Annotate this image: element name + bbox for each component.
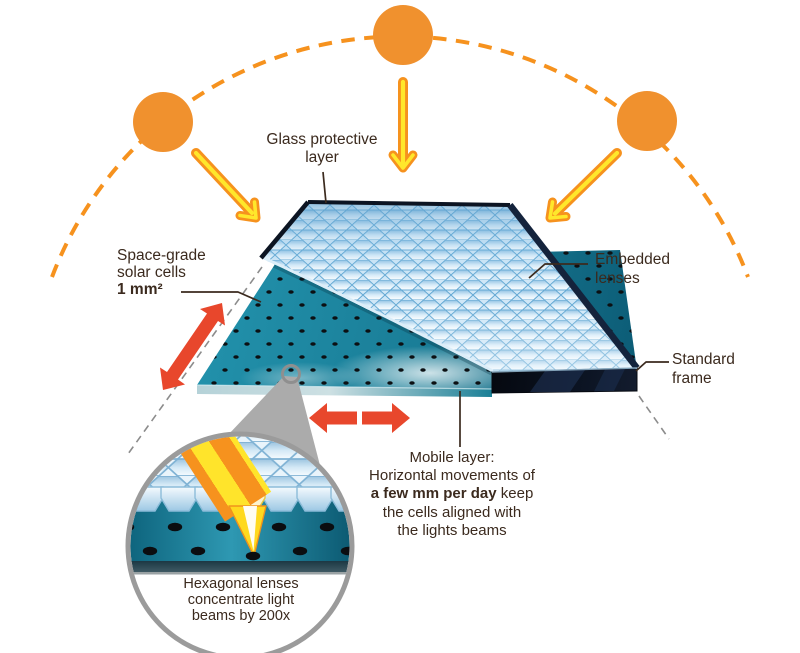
sun-ray-arrow-right <box>545 148 622 223</box>
standard-frame-leader <box>635 361 669 372</box>
horizontal-motion-arrow-left <box>309 403 357 433</box>
space-grade-solar-cells-label: Space-grade solar cells 1 mm² <box>117 247 247 298</box>
space-grade-leader <box>181 291 262 303</box>
sun-center-icon <box>373 5 433 65</box>
movement-rate-value: a few mm per day <box>370 485 497 503</box>
sun-ray-arrow-center <box>388 77 418 173</box>
focal-point-cell <box>245 551 261 561</box>
sun-left-icon <box>133 92 193 152</box>
embedded-lenses-leader <box>528 263 588 279</box>
horizontal-motion-arrow-right <box>362 403 410 433</box>
embedded-lenses-label: Embedded lenses <box>595 251 670 287</box>
glass-protective-layer <box>259 200 640 372</box>
mobile-layer-label: Mobile layer: Horizontal movements of a … <box>369 449 535 539</box>
cell-size-value: 1 mm² <box>117 281 163 298</box>
magnifier-source-ring <box>281 364 301 384</box>
standard-frame-label: Standard frame <box>672 351 735 387</box>
light-beam <box>130 436 272 522</box>
magnifier-caption: Hexagonal lenses concentrate light beams… <box>183 576 299 624</box>
diagonal-motion-arrow <box>160 303 225 390</box>
glass-protective-layer-label: Glass protective layer <box>266 131 378 166</box>
guide-dashed-line-right <box>638 395 670 440</box>
sun-ray-arrow-left <box>191 148 261 223</box>
standard-frame <box>491 367 638 394</box>
sun-right-icon <box>617 91 677 151</box>
glass-label-leader <box>322 171 327 204</box>
